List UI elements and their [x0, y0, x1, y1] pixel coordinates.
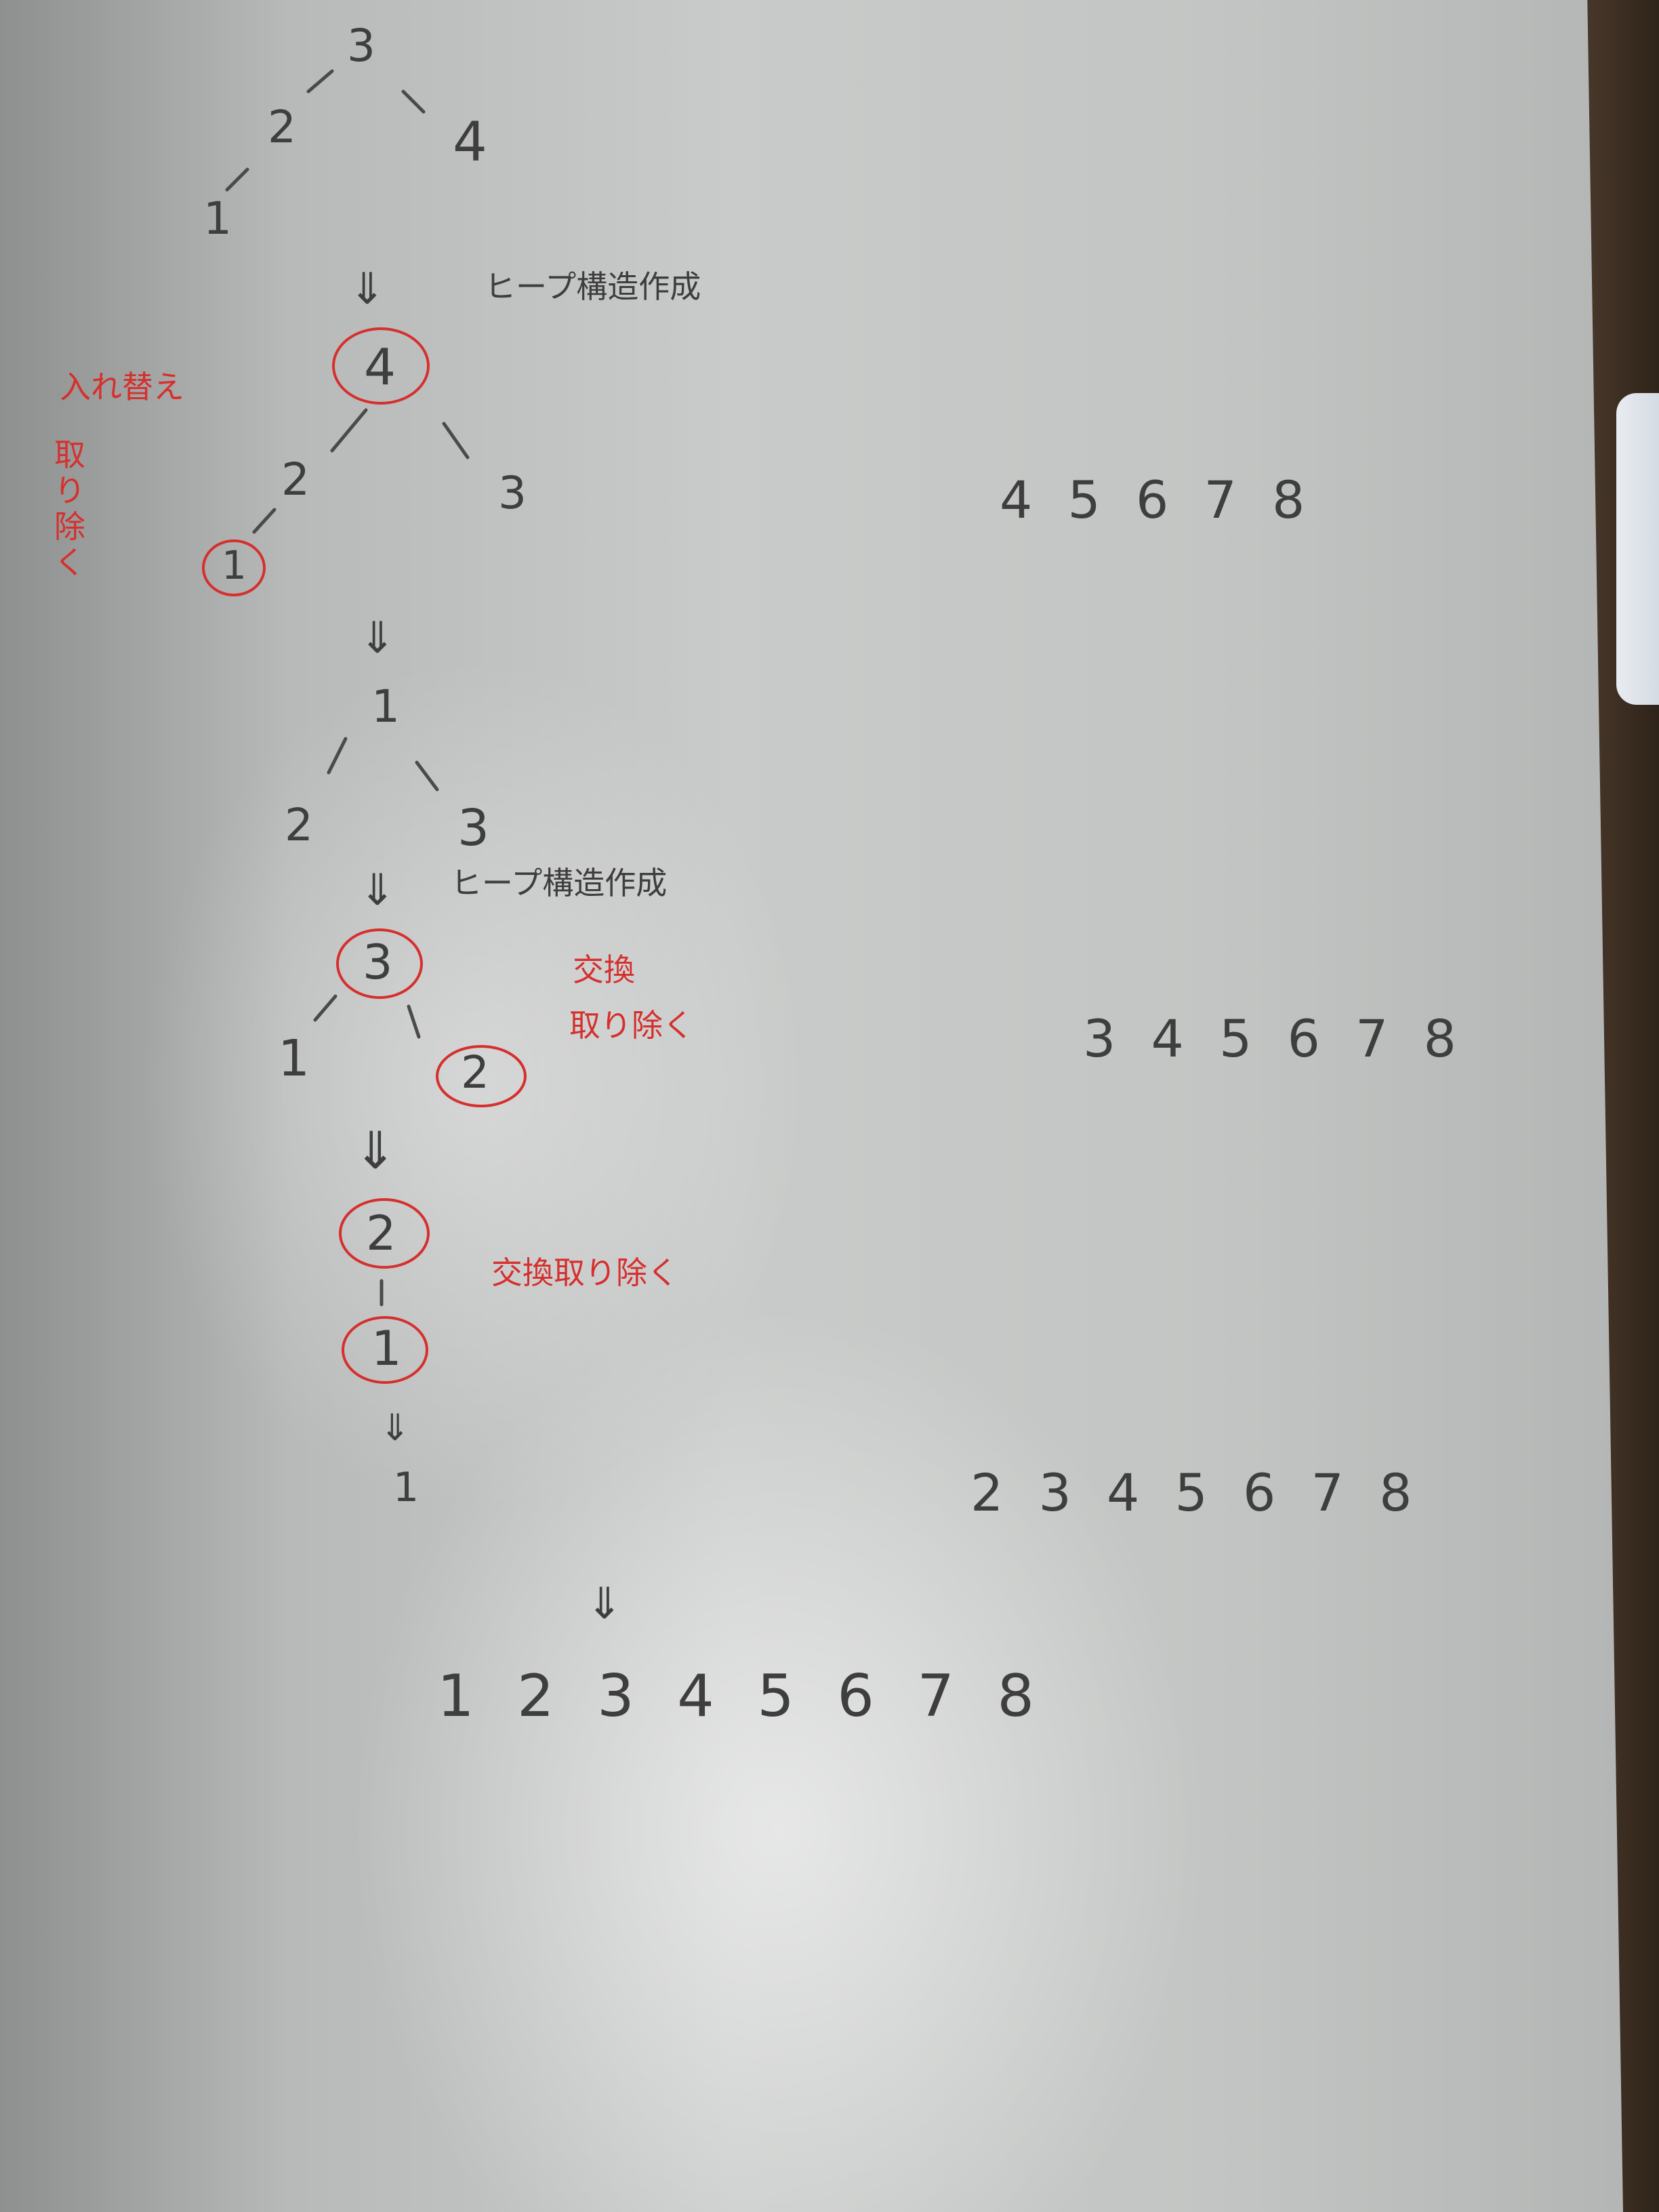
circle-t5-child [342, 1316, 428, 1384]
down-arrow-1: ⇓ [349, 264, 386, 314]
note-swap-1: 入れ替え [60, 369, 184, 405]
circle-t2-root [332, 327, 430, 405]
t1-right-node: 4 [453, 110, 487, 173]
note-remove-2: 取り除く [569, 1007, 694, 1044]
edge-t4-root-left [313, 994, 337, 1022]
down-arrow-3: ⇓ [359, 865, 396, 916]
down-arrow-2: ⇓ [359, 613, 396, 663]
t2-leftleft-node: 1 [222, 542, 247, 588]
edge-t2-root-right [442, 422, 470, 459]
note-remove-1: 取り除く [54, 436, 85, 581]
t3-right-node: 3 [457, 799, 490, 857]
circle-t5-root [339, 1198, 430, 1269]
circle-t4-root [336, 928, 423, 999]
edge-t1-root-left [306, 69, 334, 94]
sequence-2: 3 4 5 6 7 8 [1083, 1008, 1466, 1069]
edge-t2-left-leftleft [252, 508, 276, 534]
t5-root-node: 2 [366, 1206, 396, 1261]
t2-right-node: 3 [498, 467, 527, 519]
t4-root-node: 3 [363, 935, 393, 990]
t5-child-node: 1 [371, 1321, 402, 1376]
paper-sheet [0, 0, 1623, 2212]
t2-left-node: 2 [281, 453, 310, 506]
t1-leftleft-node: 1 [203, 192, 232, 245]
sequence-1: 4 5 6 7 8 [1000, 470, 1315, 530]
note-swap-remove: 交換取り除く [491, 1254, 678, 1291]
t6-root-node: 1 [393, 1464, 419, 1511]
t4-left-node: 1 [278, 1029, 310, 1088]
sequence-3: 2 3 4 5 6 7 8 [970, 1462, 1422, 1523]
edge-t1-root-right [401, 89, 426, 114]
circle-t2-leftleft [202, 539, 266, 596]
heap-label-1: ヒープ構造作成 [485, 268, 701, 305]
t1-root-node: 3 [347, 20, 375, 72]
edge-t2-root-left [330, 408, 368, 453]
circle-t4-right [436, 1045, 527, 1107]
t4-right-node: 2 [461, 1046, 489, 1099]
edge-t3-root-left [327, 737, 348, 775]
tube-object [1616, 393, 1659, 705]
note-swap-2: 交換 [573, 951, 635, 988]
down-arrow-6: ⇓ [586, 1579, 623, 1629]
heap-label-2: ヒープ構造作成 [451, 865, 668, 901]
edge-t4-root-right [407, 1004, 421, 1039]
sequence-final: 1 2 3 4 5 6 7 8 [437, 1662, 1047, 1730]
edge-t1-left-leftleft [225, 167, 249, 192]
t3-root-node: 1 [371, 680, 400, 733]
edge-t3-root-right [415, 760, 439, 792]
down-arrow-5: ⇓ [380, 1406, 411, 1449]
t3-left-node: 2 [285, 799, 313, 851]
t2-root-node: 4 [364, 338, 396, 396]
t1-left-node: 2 [268, 101, 296, 153]
down-arrow-4: ⇓ [354, 1120, 397, 1181]
